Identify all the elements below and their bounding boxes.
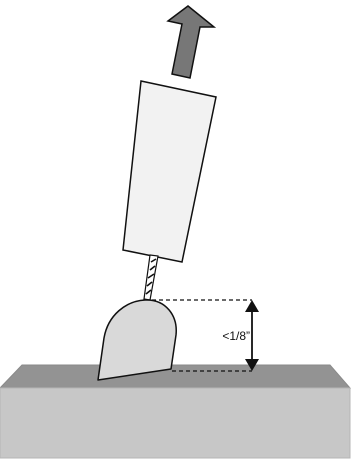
- workpiece-top-face: [0, 364, 351, 389]
- dimension-label: <1/8”: [222, 329, 250, 343]
- drill-shaft: [143, 254, 159, 301]
- tool-tip: [97, 299, 177, 381]
- tool-holder: [122, 80, 217, 263]
- workpiece: [0, 364, 351, 459]
- double-headed-arrow-icon: [245, 300, 259, 371]
- workpiece-front-face: [0, 387, 351, 459]
- up-arrow-icon: [166, 5, 217, 79]
